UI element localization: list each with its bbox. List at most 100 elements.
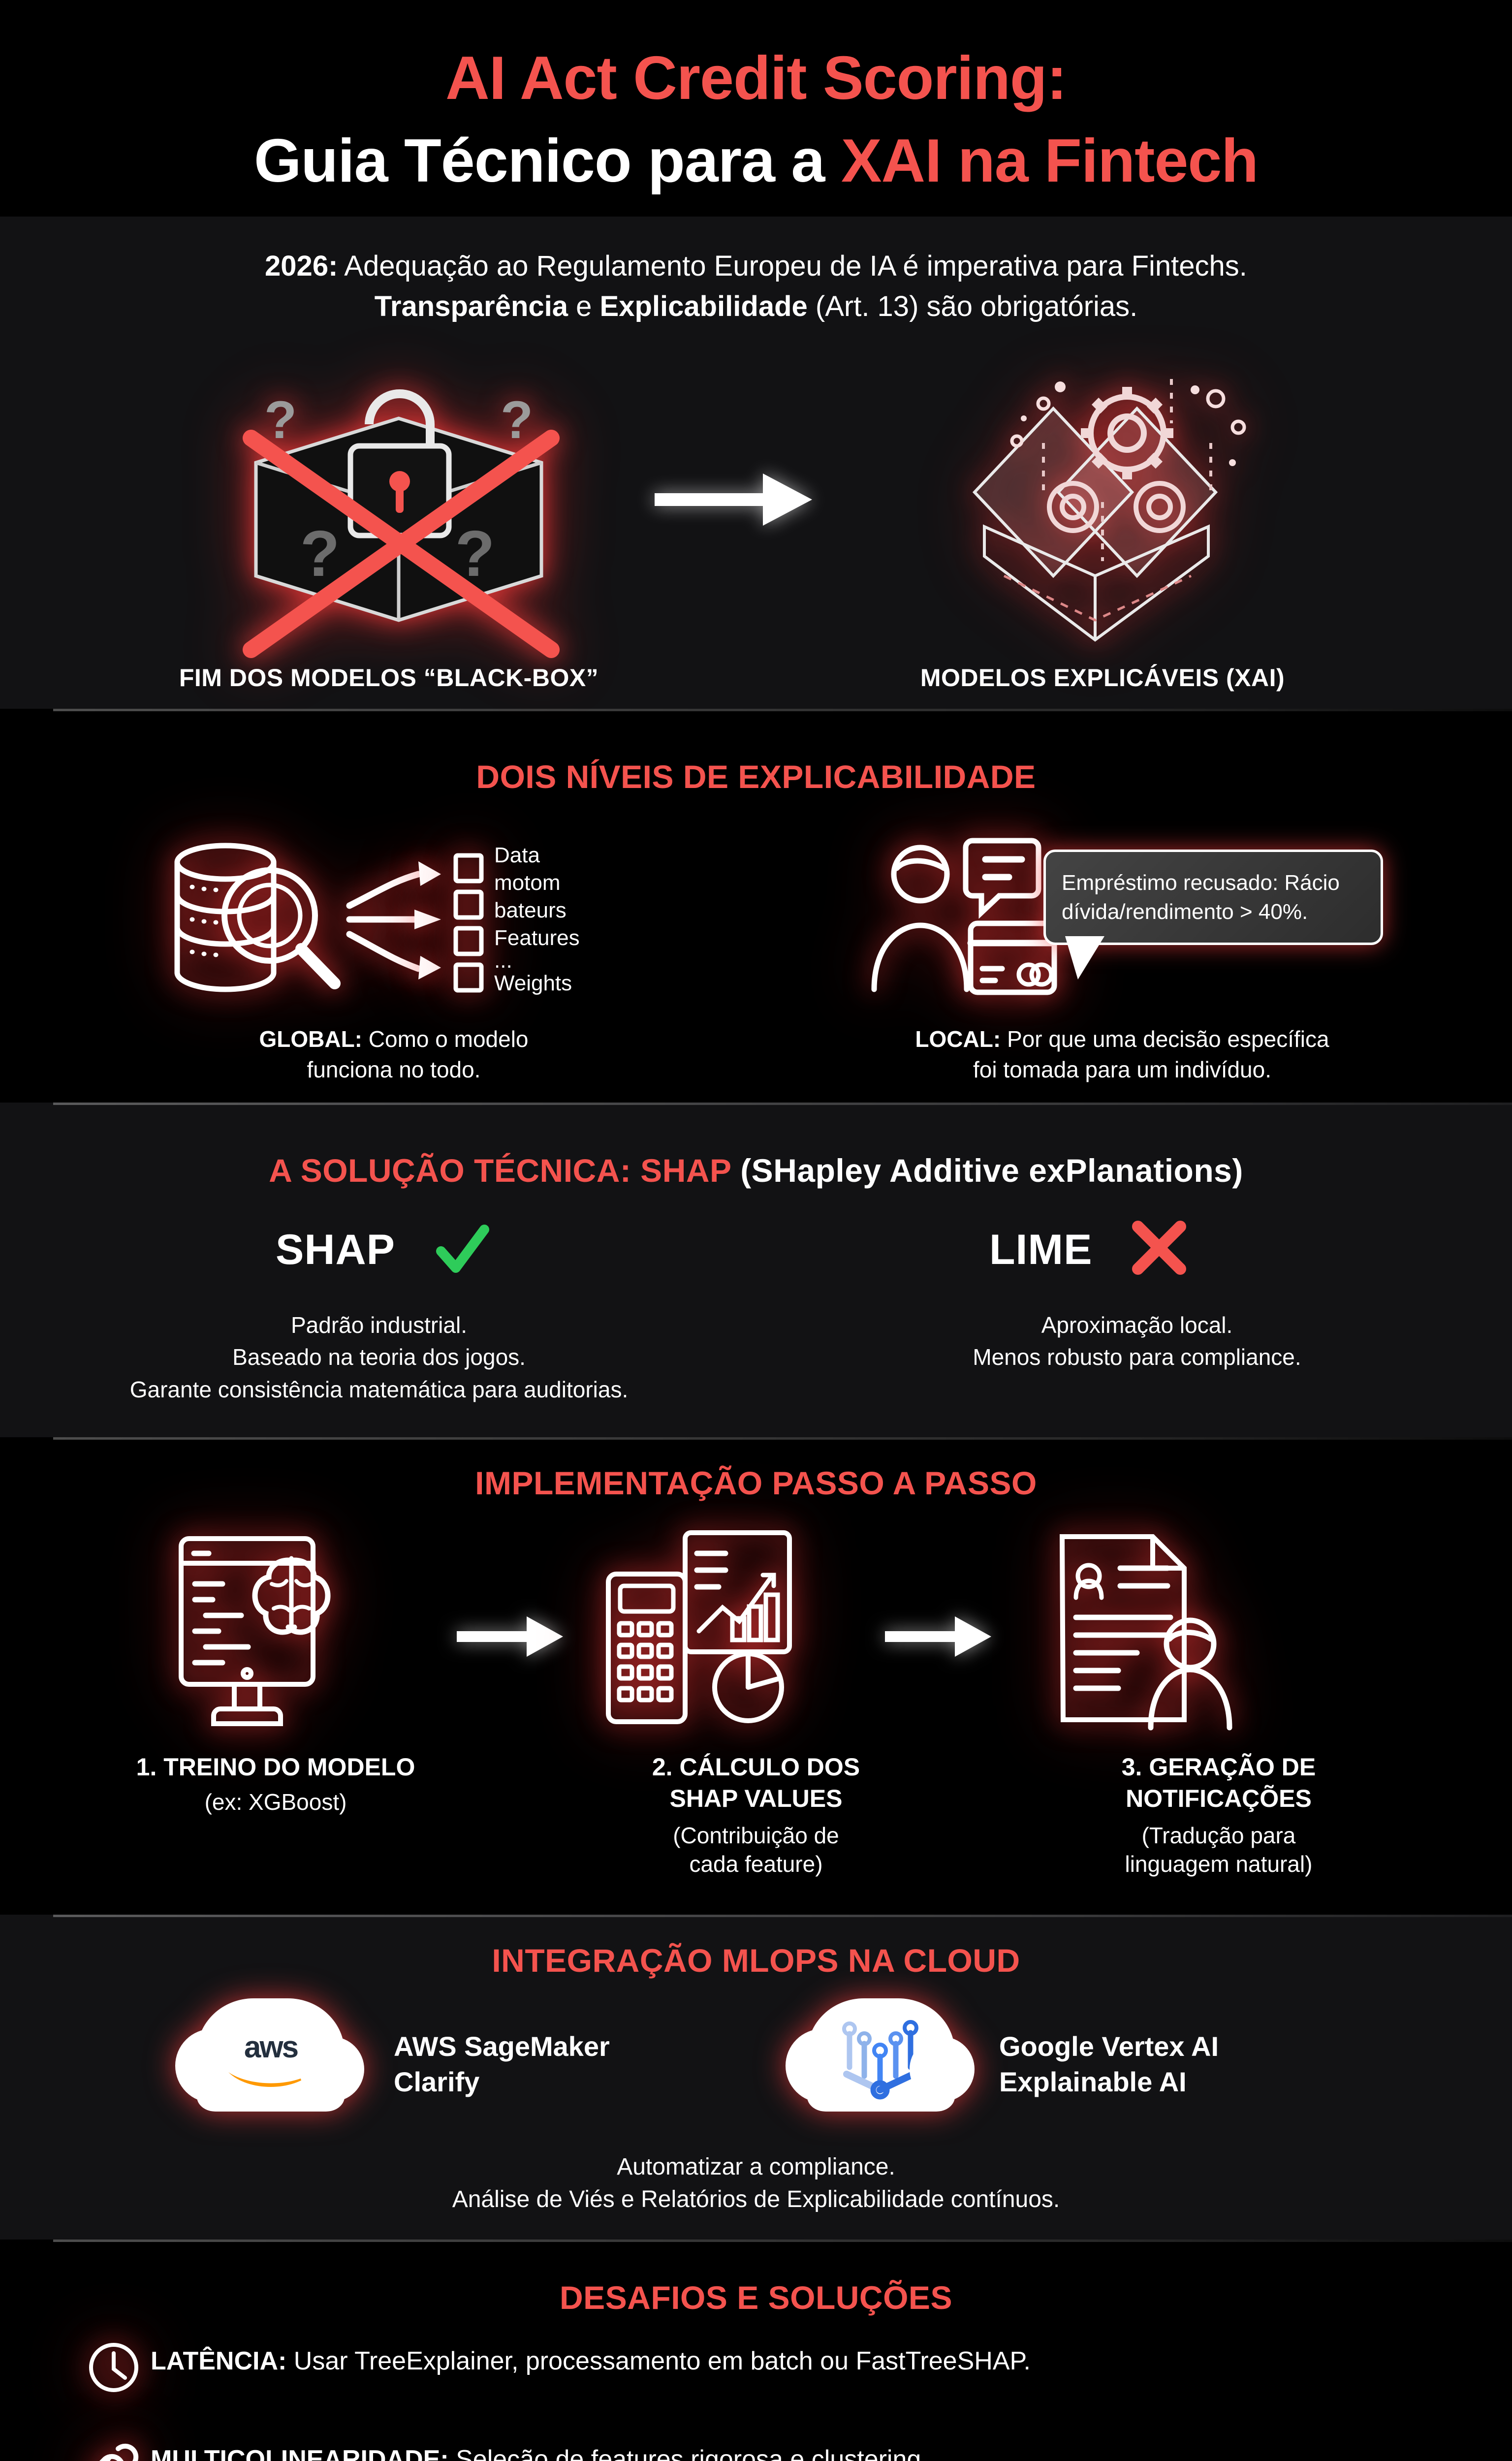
feature-item-2: bateurs [494,898,567,922]
cloud-note-line2: Análise de Viés e Relatórios de Explicab… [452,2186,1060,2213]
page-title-line1: AI Act Credit Scoring: [445,44,1067,112]
aws-logo-icon: aws [228,2030,319,2087]
lime-description: Aproximação local. Menos robusto para co… [768,1309,1506,1374]
global-caption-line1: GLOBAL: Como o modelo [49,1024,738,1054]
svg-text:?: ? [300,517,340,590]
step-3-title-line2: NOTIFICAÇÕES [1126,1785,1312,1812]
divider-3 [53,1437,1512,1440]
lock-icon [347,389,452,538]
challenge-multicollinearity-label: MULTICOLINEARIDADE: [151,2445,449,2461]
band-challenges [0,2240,1512,2461]
cross-icon [1132,1221,1186,1275]
shap-name: SHAP [276,1226,395,1273]
aws-label-line2: Clarify [394,2066,480,2097]
shap-description: Padrão industrial. Baseado na teoria dos… [10,1309,748,1406]
clock-icon [89,2343,138,2392]
solution-heading-white: (SHapley Additive exPlanations) [731,1152,1243,1189]
black-box-group: ? ? ? ? [128,345,669,660]
subtitle-conj: e [568,290,600,323]
shap-line-0: Padrão industrial. [291,1312,467,1338]
database-magnifier-icon: Data motom bateurs Features ... Weights [174,843,580,995]
challenge-latency-body: Usar TreeExplainer, processamento em bat… [286,2347,1031,2375]
solution-heading-red: A SOLUÇÃO TÉCNICA: SHAP [269,1152,731,1189]
divider-1 [53,709,1512,711]
subtitle-year: 2026: [265,250,338,282]
step-2-sub-line1: (Contribuição de [673,1823,839,1848]
steps-heading: IMPLEMENTAÇÃO PASSO A PASSO [475,1465,1037,1501]
subtitle-article-ref: (Art. 13) são obrigatórias. [807,290,1138,323]
calculator-charts-icon [606,1530,792,1724]
black-box-caption: FIM DOS MODELOS “BLACK-BOX” [179,664,599,692]
global-caption-line2: funciona no todo. [307,1057,481,1083]
shap-line-2: Garante consistência matemática para aud… [129,1376,629,1402]
open-explainable-box-gears-icon [972,379,1246,642]
challenge-latency-text: LATÊNCIA: Usar TreeExplainer, processame… [151,2346,1031,2376]
page-title-line2: Guia Técnico para a XAI na Fintech [0,126,1512,196]
locked-black-box-crossed-out-icon: ? ? ? ? [243,389,560,658]
aws-provider-label: AWS SageMaker Clarify [394,2029,610,2099]
google-label-line1: Google Vertex AI [999,2031,1219,2062]
bubble-tail [1065,936,1104,979]
cloud-heading: INTEGRAÇÃO MLOPS NA CLOUD [492,1942,1020,1979]
bubble-line-2: dívida/rendimento > 40%. [1062,899,1308,924]
lime-line-1: Menos robusto para compliance. [973,1344,1301,1370]
feature-item-1: motom [494,871,560,895]
step-3-sub-line2: linguagem natural) [1125,1851,1313,1877]
right-arrow-icon [655,473,812,526]
subtitle-line1-rest: Adequação ao Regulamento Europeu de IA é… [338,250,1247,282]
step-3-title-line1: 3. GERAÇÃO DE [1121,1753,1316,1781]
local-label-rest: Por que uma decisão específica [1001,1026,1329,1052]
bubble-line-1: Empréstimo recusado: Rácio [1062,871,1340,895]
feature-item-4: ... [494,948,512,973]
global-level-caption: GLOBAL: Como o modelo funciona no todo. [49,1024,738,1085]
challenge-multicollinearity-body: Seleção de features rigorosa e clusterin… [448,2445,928,2461]
hero-illustration: ? ? ? ? [0,345,1512,709]
feature-item-3: Features [494,926,580,950]
divider-5 [53,2240,1512,2242]
step-1-sub: (ex: XGBoost) [204,1789,347,1815]
subtitle-term-explicability: Explicabilidade [599,290,808,323]
step-arrow-2-icon [885,1616,991,1657]
local-explanation-bubble: Empréstimo recusado: Rácio dívida/rendim… [1043,850,1383,979]
cloud-note-line1: Automatizar a compliance. [617,2154,895,2180]
challenges-heading: DESAFIOS E SOLUÇÕES [560,2279,952,2316]
svg-text:?: ? [264,390,297,449]
step-2-title-line1: 2. CÁLCULO DOS [652,1753,860,1781]
subtitle-line-1: 2026: Adequação ao Regulamento Europeu d… [0,246,1512,286]
google-cloud-vertex-icon [786,1998,975,2112]
page-title-red-part: XAI na Fintech [841,127,1259,195]
levels-heading: DOIS NÍVEIS DE EXPLICABILIDADE [476,758,1036,795]
lime-name: LIME [989,1226,1093,1273]
check-icon [436,1225,489,1273]
challenge-latency-label: LATÊNCIA: [151,2347,287,2375]
challenge-row-latency: LATÊNCIA: Usar TreeExplainer, processame… [87,2340,1455,2409]
xai-box-group [827,345,1368,660]
band-hero [0,217,1512,709]
google-provider-label: Google Vertex AI Explainable AI [999,2029,1219,2099]
local-level-caption: LOCAL: Por que uma decisão específica fo… [778,1024,1467,1085]
vertex-ai-glyph-icon [842,2020,918,2100]
link-chain-icon [99,2443,139,2461]
document-person-notification-icon [1059,1534,1232,1731]
subtitle-line-2: Transparência e Explicabilidade (Art. 13… [0,286,1512,327]
global-label-rest: Como o modelo [362,1026,529,1052]
monitor-code-brain-icon [179,1536,331,1726]
local-label: LOCAL: [915,1026,1001,1052]
shap-line-1: Baseado na teoria dos jogos. [232,1344,526,1370]
local-caption-line2: foi tomada para um indivíduo. [973,1057,1272,1083]
divider-4 [53,1915,1512,1917]
local-caption-line1: LOCAL: Por que uma decisão específica [778,1024,1467,1054]
step-2-sub-line2: cada feature) [689,1851,823,1877]
svg-text:?: ? [501,390,533,449]
band-solution [0,1103,1512,1437]
global-label: GLOBAL: [259,1026,362,1052]
aws-label-line1: AWS SageMaker [394,2031,610,2062]
feature-item-0: Data [494,843,540,867]
global-feature-list: Data motom bateurs Features ... Weights [494,843,580,995]
subtitle: 2026: Adequação ao Regulamento Europeu d… [0,246,1512,327]
feature-item-5: Weights [494,971,572,995]
lime-line-0: Aproximação local. [1041,1312,1233,1338]
person-credit-card-chat-icon [871,838,1058,995]
subtitle-term-transparency: Transparência [374,290,568,323]
